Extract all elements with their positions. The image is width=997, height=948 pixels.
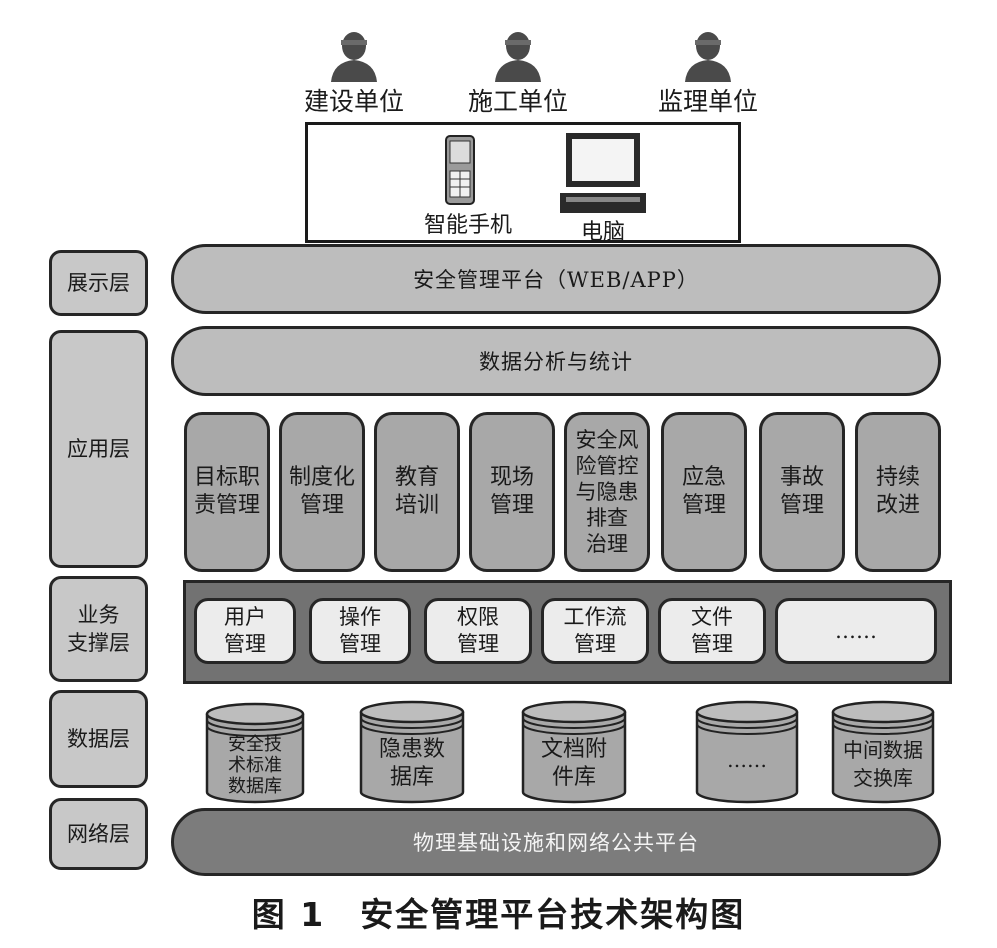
smartphone-icon <box>445 135 475 205</box>
database-label: 文档附 件库 <box>540 737 607 790</box>
app-module-emergency-management: 应急 管理 <box>661 412 747 572</box>
computer-icon <box>560 133 646 213</box>
devices-box: 智能手机 电脑 <box>305 122 741 245</box>
app-module-institutional-management: 制度化 管理 <box>279 412 365 572</box>
support-module-workflow: 工作流 管理 <box>541 598 649 664</box>
app-module-risk-hazard-control: 安全风 险管控 与隐患 排查 治理 <box>564 412 650 572</box>
database-cylinder-icon <box>205 702 305 804</box>
support-module-user: 用户 管理 <box>194 598 296 664</box>
support-module-file: 文件 管理 <box>658 598 766 664</box>
layer-label-application: 应用层 <box>49 330 148 568</box>
database-cylinder-icon <box>521 700 627 804</box>
user-label: 监理单位 <box>657 87 758 116</box>
user-contractor-unit: 施工单位 <box>464 30 572 116</box>
layer-label-data: 数据层 <box>49 690 148 788</box>
person-icon <box>685 32 731 82</box>
app-module-target-responsibility: 目标职 责管理 <box>184 412 270 572</box>
database-cylinder-icon <box>831 700 935 804</box>
figure-caption: 图 1 安全管理平台技术架构图 <box>251 895 746 934</box>
user-label: 建设单位 <box>303 87 404 116</box>
phone-label: 智能手机 <box>423 213 512 238</box>
database-cylinder-icon <box>359 700 465 804</box>
app-module-site-management: 现场 管理 <box>469 412 555 572</box>
support-module-more: …… <box>775 598 937 664</box>
user-supervision-unit: 监理单位 <box>654 30 762 116</box>
person-icon <box>331 32 377 82</box>
database-label: 安全技 术标准 数据库 <box>228 734 282 797</box>
user-label: 施工单位 <box>467 87 568 116</box>
database-label: 隐患数 据库 <box>378 737 445 790</box>
person-icon <box>495 32 541 82</box>
app-module-education-training: 教育 培训 <box>374 412 460 572</box>
layer-label-network: 网络层 <box>49 798 148 870</box>
database-more: …… <box>695 700 799 804</box>
app-module-continuous-improvement: 持续 改进 <box>855 412 941 572</box>
layer-label-support: 业务 支撑层 <box>49 576 148 682</box>
computer-label: 电脑 <box>580 220 625 245</box>
app-module-accident-management: 事故 管理 <box>759 412 845 572</box>
database-document-attachments: 文档附 件库 <box>521 700 627 804</box>
user-construction-unit: 建设单位 <box>300 30 408 116</box>
presentation-platform-bar: 安全管理平台（WEB/APP） <box>171 244 941 314</box>
database-label: 中间数据 交换库 <box>843 738 923 790</box>
network-infrastructure-bar: 物理基础设施和网络公共平台 <box>171 808 941 876</box>
support-module-operation: 操作 管理 <box>309 598 411 664</box>
database-label: …… <box>727 748 767 772</box>
database-hazards: 隐患数 据库 <box>359 700 465 804</box>
layer-label-presentation: 展示层 <box>49 250 148 316</box>
database-intermediate-exchange: 中间数据 交换库 <box>831 700 935 804</box>
database-safety-standards: 安全技 术标准 数据库 <box>205 702 305 804</box>
support-module-permission: 权限 管理 <box>424 598 532 664</box>
data-analysis-bar: 数据分析与统计 <box>171 326 941 396</box>
database-cylinder-icon <box>695 700 799 804</box>
